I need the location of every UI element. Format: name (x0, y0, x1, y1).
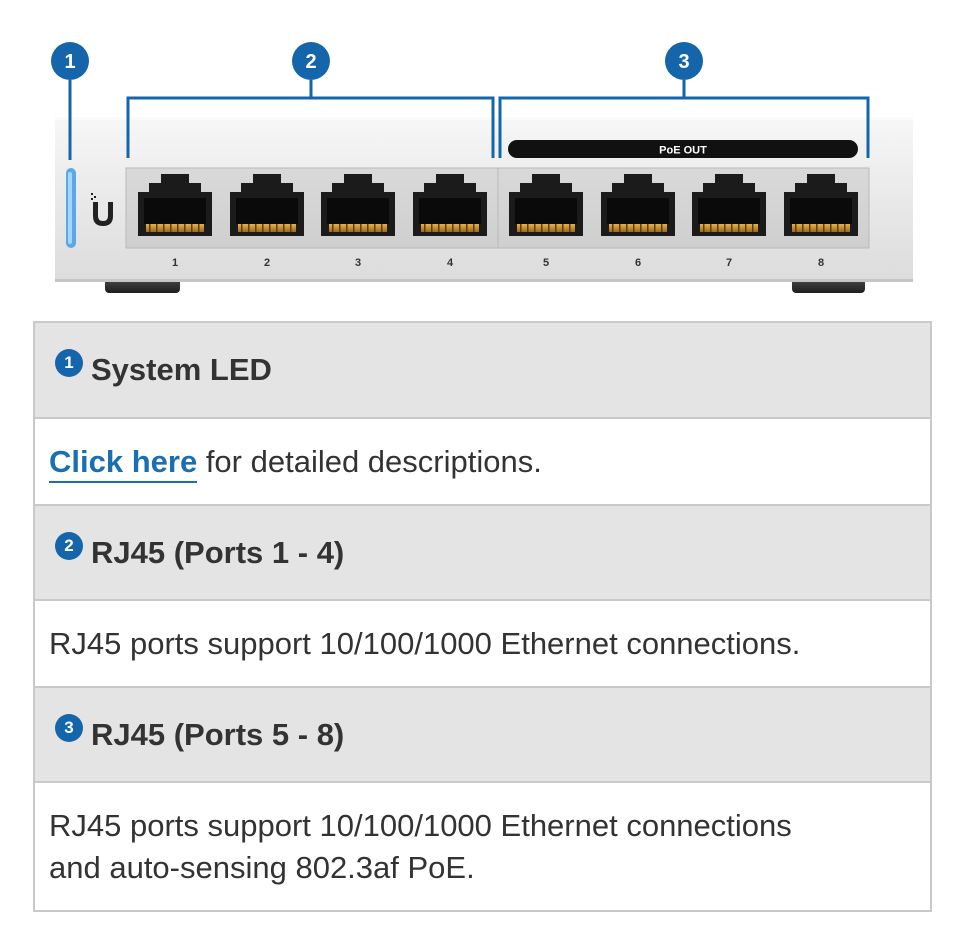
section-header-ports-1-4: 2 RJ45 (Ports 1 - 4) (35, 506, 930, 601)
svg-text:2: 2 (305, 51, 316, 73)
rj45-port-icon (784, 174, 858, 236)
svg-text:1: 1 (64, 51, 75, 73)
badge-2-icon: 2 (55, 531, 83, 560)
port-number-label: 8 (818, 257, 824, 269)
description-line-2: and auto-sensing 802.3af PoE. (49, 850, 475, 885)
callout-bracket-2 (126, 80, 495, 158)
callout-badge-1: 1 (51, 42, 89, 80)
port-number-label: 2 (264, 257, 270, 269)
rj45-port-icon (509, 174, 583, 236)
poe-out-bar (508, 140, 858, 158)
ubiquiti-u-logo-icon (91, 193, 113, 226)
rj45-port-icon (138, 174, 212, 236)
poe-out-label: PoE OUT (659, 145, 707, 157)
spec-table: 1 System LED Click here for detailed des… (33, 321, 932, 912)
port-number-label: 3 (355, 257, 361, 269)
section-body-ports-5-8: RJ45 ports support 10/100/1000 Ethernet … (35, 783, 930, 910)
callout-bracket-3 (498, 80, 870, 158)
link-suffix-text: for detailed descriptions. (197, 444, 542, 479)
badge-3-icon: 3 (55, 713, 83, 742)
rj45-port-icon (230, 174, 304, 236)
section-title: RJ45 (Ports 1 - 4) (91, 534, 345, 570)
description-line-1: RJ45 ports support 10/100/1000 Ethernet … (49, 808, 792, 843)
section-header-ports-5-8: 3 RJ45 (Ports 5 - 8) (35, 688, 930, 783)
rj45-port-icon (692, 174, 766, 236)
port-number-label: 1 (172, 257, 178, 269)
section-title: RJ45 (Ports 5 - 8) (91, 716, 345, 752)
section-description: RJ45 ports support 10/100/1000 Ethernet … (49, 626, 801, 661)
section-description: RJ45 ports support 10/100/1000 Ethernet … (49, 805, 792, 889)
badge-1-icon: 1 (55, 349, 83, 377)
rj45-port-icon (321, 174, 395, 236)
port-number-label: 6 (635, 257, 641, 269)
click-here-link[interactable]: Click here (49, 444, 198, 483)
section-body-ports-1-4: RJ45 ports support 10/100/1000 Ethernet … (35, 601, 930, 688)
port-number-label: 5 (543, 257, 549, 269)
port-number-label: 4 (447, 257, 454, 269)
port-number-labels: 1 2 3 4 5 6 7 8 (172, 257, 824, 269)
port-number-label: 7 (726, 257, 732, 269)
section-title: System LED (91, 352, 272, 387)
rj45-ports (138, 174, 858, 236)
section-header-system-led: 1 System LED (35, 323, 930, 419)
rj45-port-icon (601, 174, 675, 236)
callout-badge-2: 2 (292, 42, 330, 80)
svg-text:3: 3 (678, 51, 689, 73)
device-figure: 1 2 3 4 5 6 7 8 PoE OUT 1 2 3 (51, 42, 913, 293)
section-body-system-led: Click here for detailed descriptions. (35, 419, 930, 506)
callout-badge-3: 3 (665, 42, 703, 80)
rj45-port-icon (413, 174, 487, 236)
section-description: Click here for detailed descriptions. (49, 441, 542, 483)
